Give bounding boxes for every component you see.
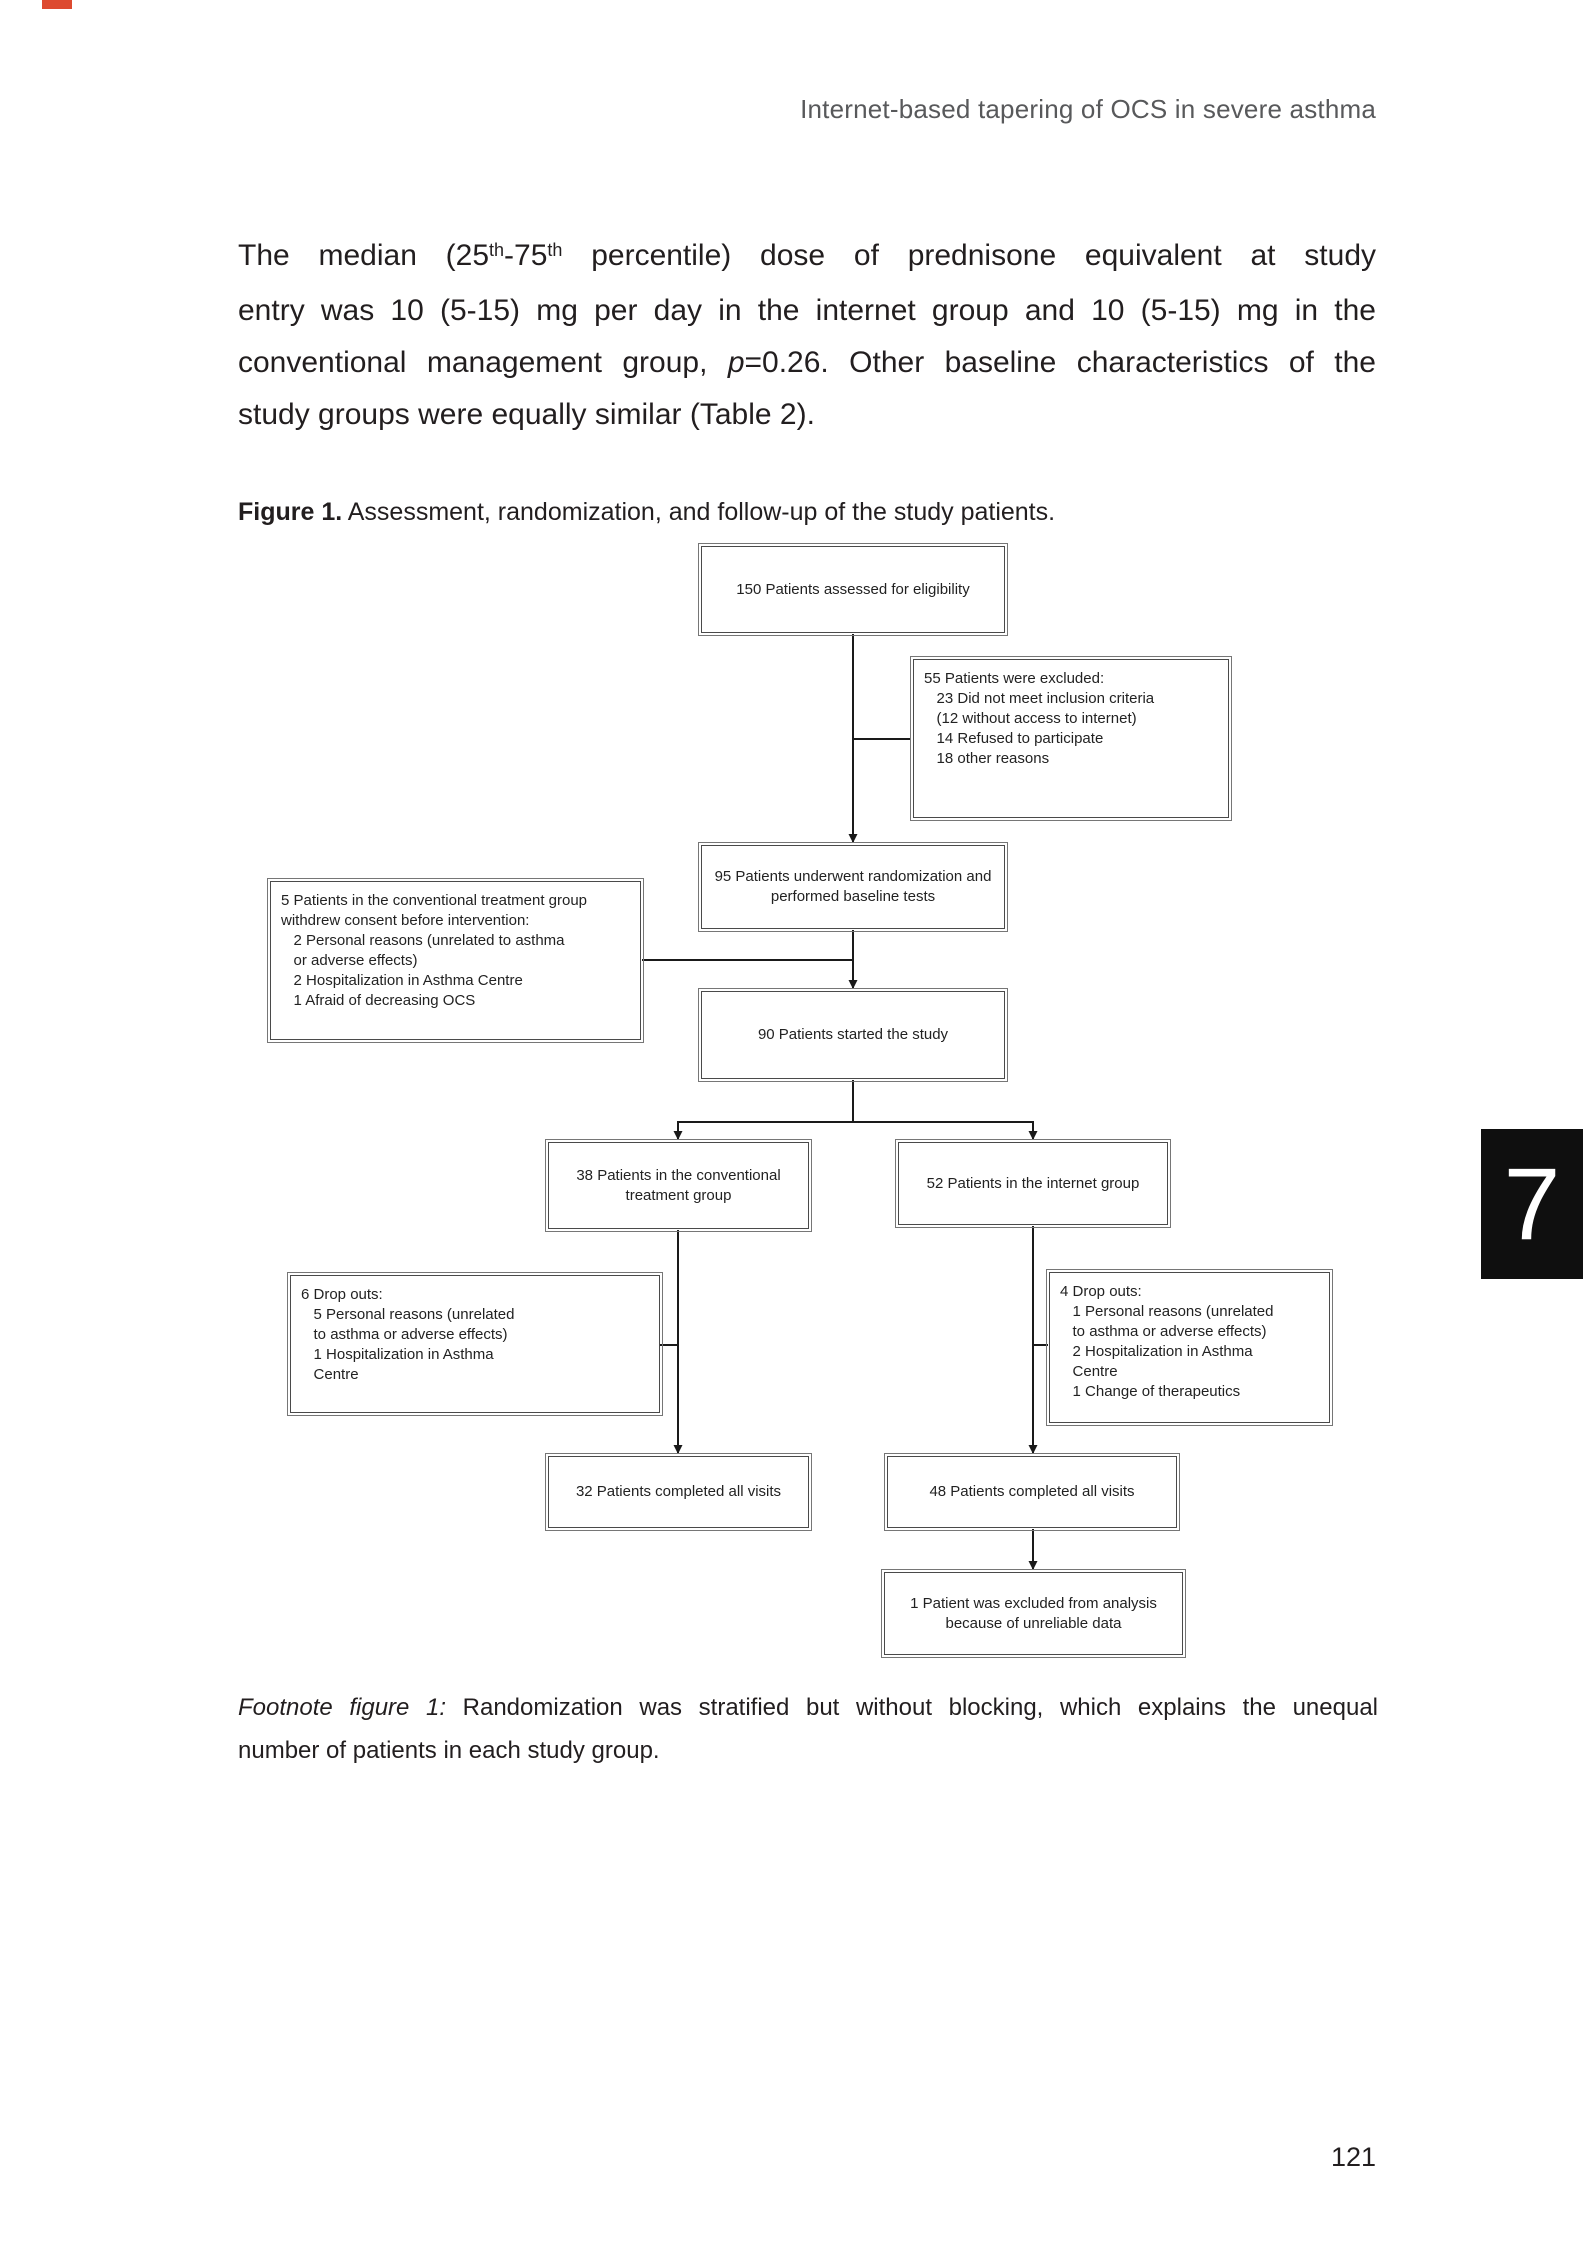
superscript: th: [547, 240, 563, 260]
text-segment: entry was 10 (5-15) mg per day in the in…: [238, 294, 1376, 327]
text-segment: study groups were equally similar (Table…: [238, 398, 815, 431]
body-paragraph: The median (25th-75th percentile) dose o…: [238, 230, 1376, 441]
text-segment: number of patients in each study group.: [238, 1737, 660, 1764]
figure-caption-label: Figure 1.: [238, 498, 343, 526]
footnote-label: Footnote figure 1:: [238, 1694, 447, 1721]
running-header: Internet-based tapering of OCS in severe…: [800, 94, 1376, 124]
text-segment: conventional management group,: [238, 346, 728, 379]
footnote-line: number of patients in each study group.: [238, 1729, 1378, 1772]
figure-footnote: Footnote figure 1: Randomization was str…: [238, 1686, 1378, 1772]
flow-box-eligibility: 150 Patients assessed for eligibility: [698, 543, 1008, 636]
paragraph-line: study groups were equally similar (Table…: [238, 389, 1376, 441]
chapter-number: 7: [1503, 1147, 1561, 1261]
flow-box-excluded-analysis: 1 Patient was excluded from analysis bec…: [881, 1569, 1186, 1658]
superscript: th: [489, 240, 505, 260]
flow-box-completed-internet: 48 Patients completed all visits: [884, 1453, 1180, 1531]
flow-box-completed-conventional: 32 Patients completed all visits: [545, 1453, 812, 1531]
text-segment: Randomization was stratified but without…: [446, 1694, 1378, 1721]
figure-caption: Figure 1. Assessment, randomization, and…: [238, 498, 1376, 527]
page-number: 121: [1330, 2142, 1376, 2172]
top-edge-mark: [42, 0, 72, 9]
footnote-line: Footnote figure 1: Randomization was str…: [238, 1686, 1378, 1729]
flow-box-randomization: 95 Patients underwent randomization and …: [698, 842, 1008, 932]
paragraph-line: entry was 10 (5-15) mg per day in the in…: [238, 285, 1376, 337]
chapter-tab: 7: [1481, 1129, 1583, 1279]
text-segment: percentile) dose of prednisone equivalen…: [562, 239, 1376, 272]
text-segment: The median (25: [238, 239, 490, 272]
italic-p: p: [727, 346, 745, 379]
flow-box-dropouts-conventional: 6 Drop outs: 5 Personal reasons (unrelat…: [287, 1272, 663, 1416]
flow-box-excluded: 55 Patients were excluded: 23 Did not me…: [910, 656, 1232, 821]
flow-box-started: 90 Patients started the study: [698, 988, 1008, 1082]
flow-box-withdrew: 5 Patients in the conventional treatment…: [267, 878, 644, 1043]
figure-caption-text: Assessment, randomization, and follow-up…: [342, 498, 1056, 526]
flow-box-internet-group: 52 Patients in the internet group: [895, 1139, 1171, 1228]
flow-box-conventional-group: 38 Patients in the conventional treatmen…: [545, 1139, 812, 1232]
paragraph-line: conventional management group, p=0.26. O…: [238, 337, 1376, 389]
text-segment: =0.26. Other baseline characteristics of…: [744, 346, 1376, 379]
text-segment: -75: [504, 239, 548, 272]
flow-box-dropouts-internet: 4 Drop outs: 1 Personal reasons (unrelat…: [1046, 1269, 1333, 1426]
paragraph-line: The median (25th-75th percentile) dose o…: [238, 230, 1376, 285]
